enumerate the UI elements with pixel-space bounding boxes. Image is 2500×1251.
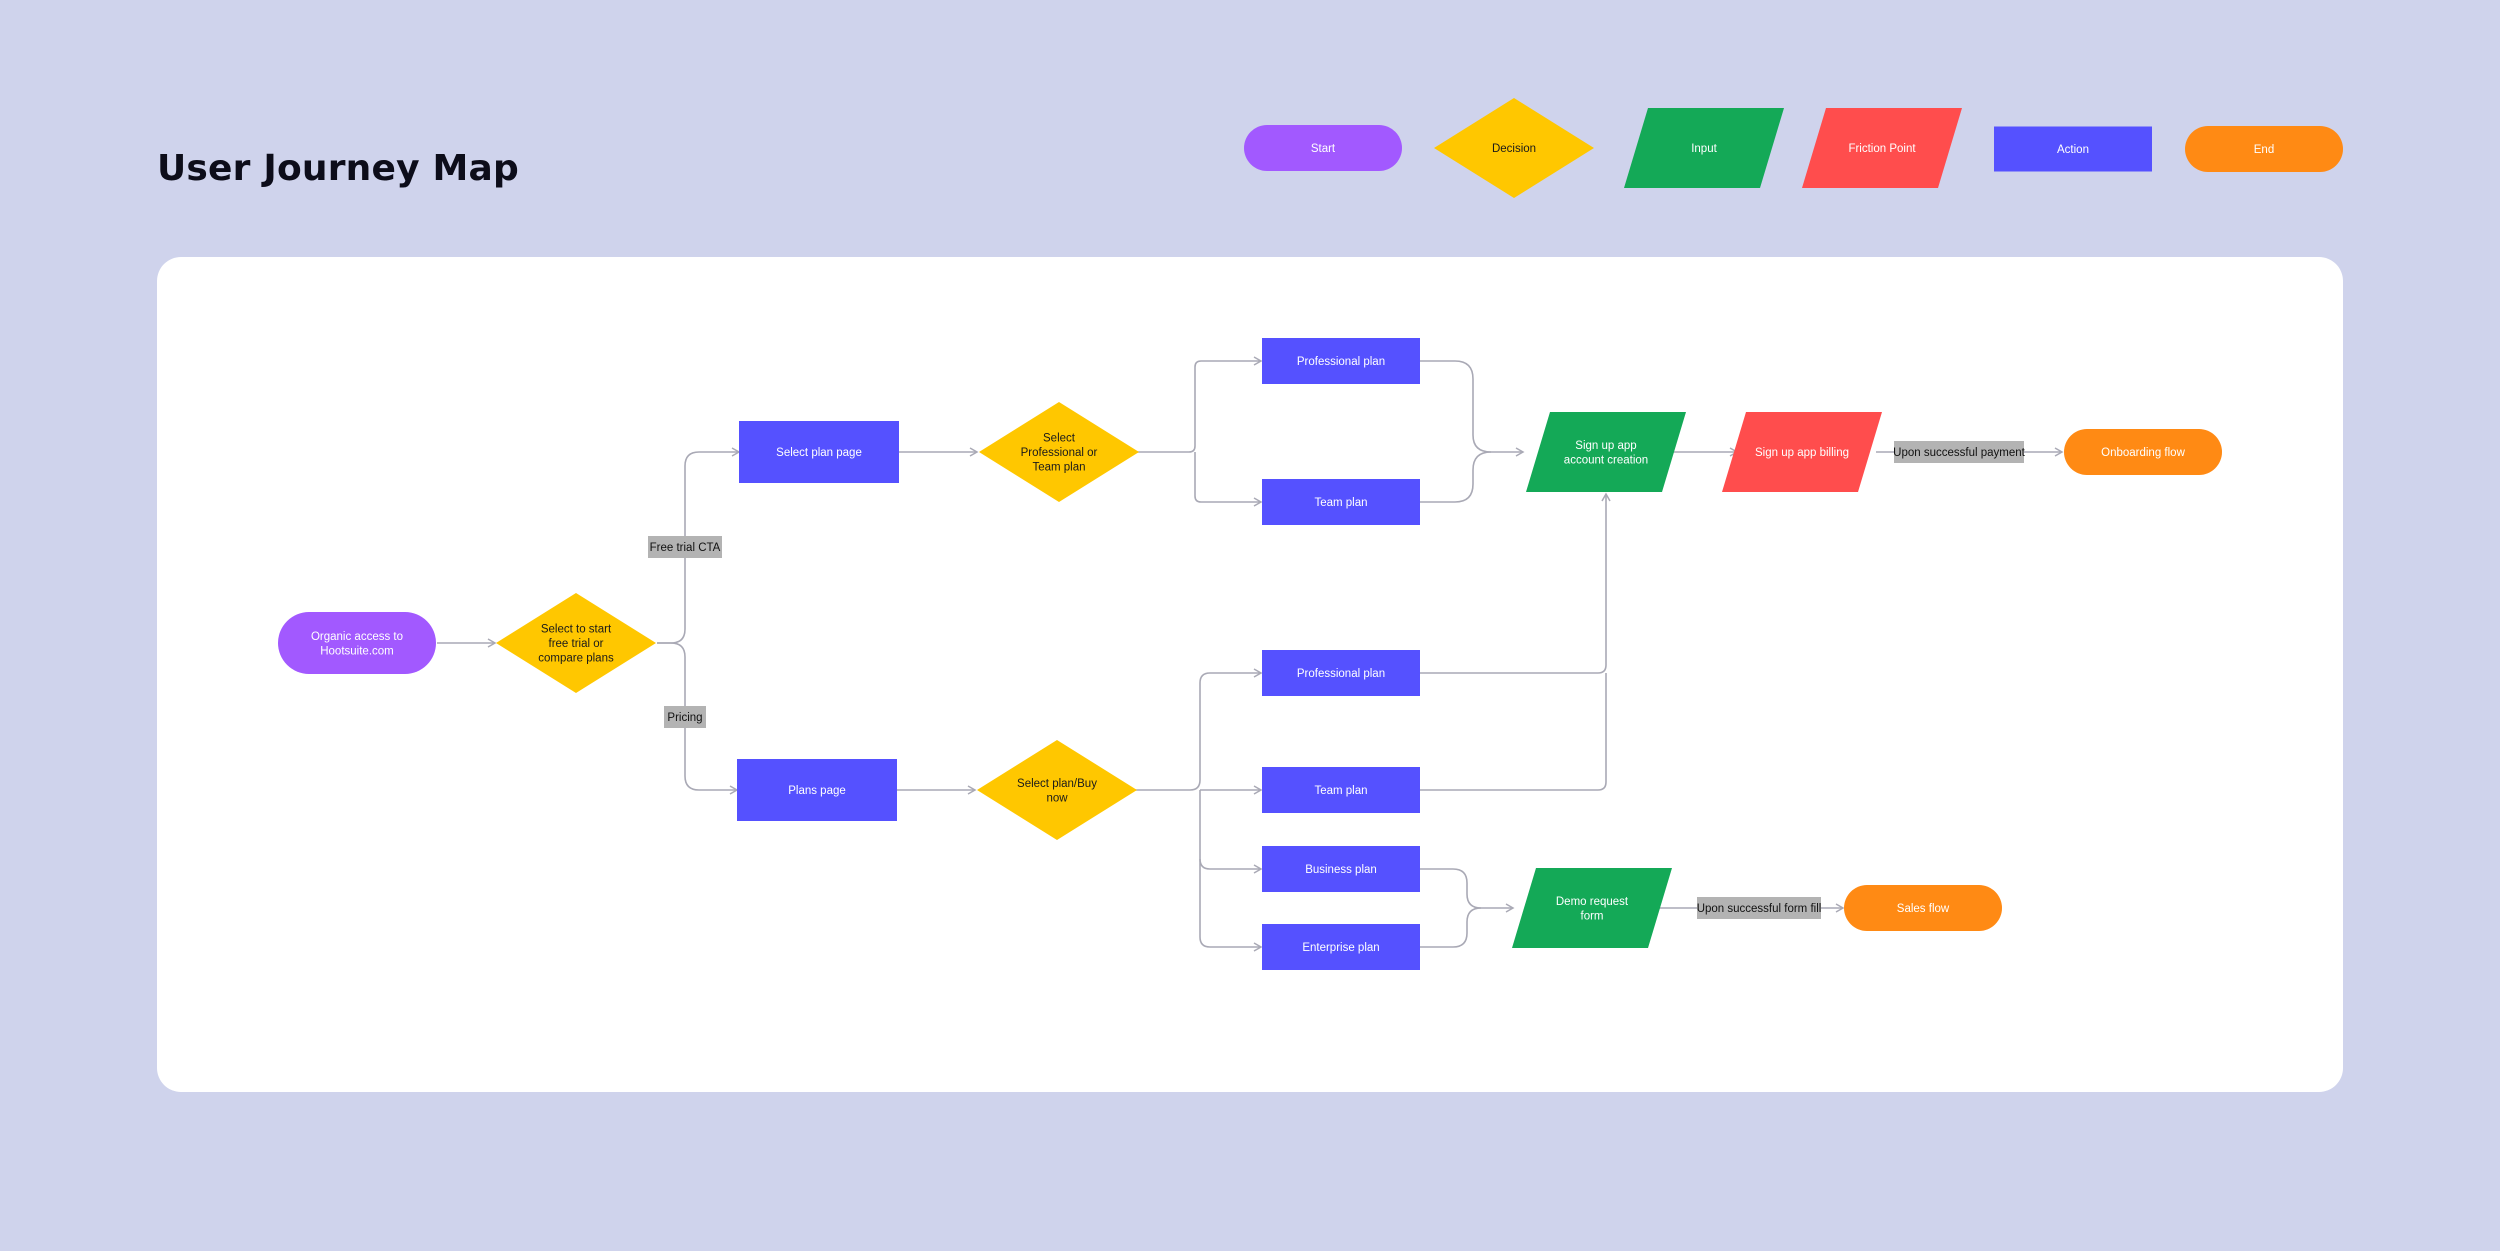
node-text: Select plan page (776, 447, 862, 459)
node-text: free trial or (549, 638, 604, 650)
node-text: now (1046, 792, 1068, 804)
connector-line (1419, 868, 1515, 913)
node-text: Select to start (541, 624, 612, 636)
node-demo (1512, 868, 1672, 948)
page-title: User Journey Map (157, 148, 520, 189)
node-text: Hootsuite.com (320, 645, 394, 657)
connector-line (1194, 452, 1263, 507)
connector-line (1419, 673, 1607, 791)
node-team-bottom (1262, 767, 1420, 813)
legend-input-shape (1624, 108, 1784, 188)
legend-end-shape (2185, 126, 2343, 172)
edge-label-upon-payment: Upon successful payment (1893, 441, 2026, 463)
node-text: Professional or (1021, 447, 1098, 459)
node-text: Team plan (1032, 462, 1085, 474)
node-text: compare plans (538, 653, 614, 665)
node-text: Sign up app (1575, 440, 1636, 452)
legend: Start Decision Input Friction Point Action En… (1244, 98, 2343, 198)
diagram-canvas: Organic access to Hootsuite.com Select to … (157, 257, 2343, 1092)
legend-friction-shape (1802, 108, 1962, 188)
legend-decision-label: Decision (1492, 143, 1536, 155)
connector-line (1419, 907, 1482, 948)
node-signup-account (1526, 412, 1686, 492)
node-onboarding (2064, 429, 2222, 475)
legend-decision-shape (1434, 98, 1594, 198)
edge-label-text: Pricing (667, 712, 702, 724)
edge-label-upon-form-fill: Upon successful form fill (1697, 897, 1822, 919)
edge-label-text: Upon successful payment (1893, 447, 2025, 459)
node-text: Select plan/Buy (1017, 778, 1097, 790)
edge-label-text: Free trial CTA (650, 542, 721, 554)
node-text: Enterprise plan (1302, 942, 1379, 954)
node-organic (278, 612, 436, 674)
node-plans-page (737, 759, 897, 821)
flow-diagram: Organic access to Hootsuite.com Select to … (278, 338, 2222, 970)
node-text: Onboarding flow (2101, 447, 2185, 459)
node-text: Plans page (788, 785, 846, 797)
node-business (1262, 846, 1420, 892)
node-select-plan-page (739, 421, 899, 483)
node-text: Team plan (1314, 497, 1367, 509)
node-text: Organic access to (311, 631, 403, 643)
node-text: Demo request (1556, 896, 1629, 908)
node-sales (1844, 885, 2002, 931)
connector-line (1419, 447, 1525, 503)
node-text: Professional plan (1297, 356, 1385, 368)
connector-line (1199, 790, 1263, 874)
node-pro-top (1262, 338, 1420, 384)
node-text: Professional plan (1297, 668, 1385, 680)
edge-label-text: Upon successful form fill (1697, 903, 1822, 915)
legend-action-label: Action (2057, 144, 2089, 156)
node-d-start (496, 593, 656, 693)
node-team-top (1262, 479, 1420, 525)
node-d-pro-team (979, 402, 1139, 502)
node-text: Sales flow (1897, 903, 1950, 915)
legend-end-label: End (2254, 144, 2274, 156)
node-text: Sign up app billing (1755, 447, 1849, 459)
connector-line (1134, 668, 1263, 791)
legend-input-label: Input (1691, 143, 1717, 155)
node-text: Business plan (1305, 864, 1377, 876)
node-text: account creation (1564, 454, 1648, 466)
node-d-buy (977, 740, 1137, 840)
node-text: Team plan (1314, 785, 1367, 797)
connector-line (1136, 356, 1263, 453)
legend-start-shape (1244, 125, 1402, 171)
legend-start-label: Start (1311, 143, 1336, 155)
connector-line (1419, 360, 1492, 453)
edge-label-pricing: Pricing (664, 706, 706, 728)
node-text: Select (1043, 433, 1076, 445)
connector-line (1419, 492, 1611, 674)
connector-line (1199, 859, 1263, 952)
node-enterprise (1262, 924, 1420, 970)
edge-label-free-trial-cta: Free trial CTA (648, 536, 722, 558)
node-pro-bottom (1262, 650, 1420, 696)
node-text: form (1581, 910, 1604, 922)
legend-action-shape (1994, 126, 2152, 172)
legend-friction-label: Friction Point (1848, 143, 1916, 155)
node-signup-billing (1722, 412, 1882, 492)
